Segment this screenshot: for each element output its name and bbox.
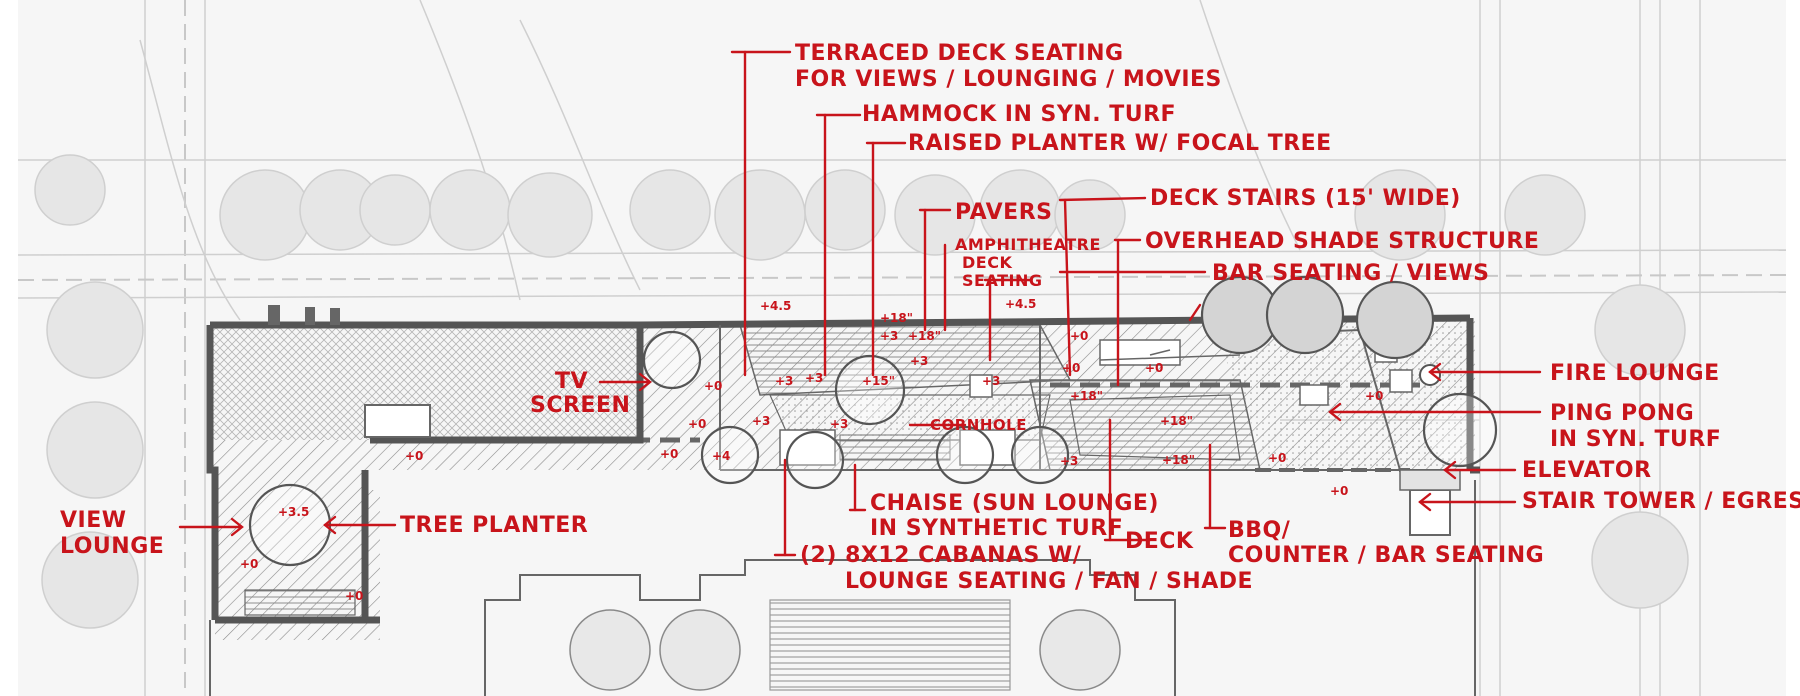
elevation-label: +0	[1330, 484, 1348, 498]
left-margin	[0, 0, 18, 696]
elevation-label: +0	[704, 379, 722, 393]
elevation-label: +0	[1365, 389, 1383, 403]
street-trees	[34, 154, 1689, 629]
elevation-label: +0	[1062, 361, 1080, 375]
callout-bar-seating: BAR SEATING / VIEWS	[1212, 261, 1489, 286]
elevation-label: +0	[1145, 361, 1163, 375]
callout-amphitheatre-line1: AMPHITHEATRE	[955, 235, 1101, 254]
elevation-label: +0	[1070, 329, 1088, 343]
callout-stair-tower: STAIR TOWER / EGRESS	[1522, 489, 1800, 514]
callout-overhead-shade: OVERHEAD SHADE STRUCTURE	[1145, 229, 1539, 254]
callout-chaise-line1: CHAISE (SUN LOUNGE)	[870, 491, 1159, 516]
elevation-label: +3.5	[278, 505, 309, 519]
elevation-label: +18"	[908, 329, 941, 343]
callout-ping-pong-line1: PING PONG	[1550, 401, 1694, 426]
elevation-label: +0	[688, 417, 706, 431]
lower-building	[484, 559, 1176, 696]
elevation-label: +3	[982, 374, 1000, 388]
callouts: TERRACED DECK SEATING FOR VIEWS / LOUNGI…	[60, 41, 1800, 594]
callout-bbq-line1: BBQ/	[1228, 518, 1291, 543]
callout-cabanas-line2: LOUNGE SEATING / FAN / SHADE	[845, 569, 1253, 594]
callout-pavers: PAVERS	[955, 200, 1052, 225]
callout-hammock: HAMMOCK IN SYN. TURF	[862, 102, 1176, 127]
callout-terraced-deck-line2: FOR VIEWS / LOUNGING / MOVIES	[795, 67, 1222, 92]
elevation-label: +3	[910, 354, 928, 368]
elevation-label: +4.5	[760, 299, 791, 313]
elevation-label: +4	[712, 449, 730, 463]
elevation-label: +3	[752, 414, 770, 428]
elevation-label: +0	[405, 449, 423, 463]
right-margin	[1786, 0, 1800, 696]
callout-amphitheatre-line3: SEATING	[962, 271, 1042, 290]
elevation-label: +3	[830, 417, 848, 431]
context-linework	[17, 0, 1787, 696]
callout-elevator: ELEVATOR	[1522, 458, 1652, 483]
elevation-label: +3	[880, 329, 898, 343]
callout-deck-stairs: DECK STAIRS (15' WIDE)	[1150, 186, 1461, 211]
callout-cornhole: CORNHOLE	[930, 416, 1027, 434]
callout-view-lounge-line2: LOUNGE	[60, 534, 164, 559]
deck-trees	[248, 275, 1498, 567]
callout-tv-line2: SCREEN	[530, 393, 630, 418]
elevation-label: +3	[805, 371, 823, 385]
elevation-label: +15"	[862, 374, 895, 388]
elevation-label: +18"	[1162, 453, 1195, 467]
elevation-label: +0	[1268, 451, 1286, 465]
roof-deck-plan	[206, 305, 1480, 696]
callout-raised-planter: RAISED PLANTER W/ FOCAL TREE	[908, 131, 1332, 156]
leader-lines	[178, 50, 1542, 557]
callout-tv-line1: TV	[555, 369, 588, 394]
callout-fire-lounge: FIRE LOUNGE	[1550, 361, 1720, 386]
elevation-label: +18"	[880, 311, 913, 325]
callout-cabanas-line1: (2) 8X12 CABANAS W/	[800, 543, 1082, 568]
elevation-label: +18"	[1160, 414, 1193, 428]
callout-deck: DECK	[1125, 529, 1194, 554]
elevation-label: +18"	[1070, 389, 1103, 403]
fire-pit-icon	[1419, 364, 1441, 386]
callout-chaise-line2: IN SYNTHETIC TURF	[870, 516, 1123, 541]
elevation-label: +3	[1060, 454, 1078, 468]
elevation-marks: +4.5 +4.5 +3 +3 +3 +3 +3 +3 +3 +3 +18" +…	[240, 297, 1383, 603]
callout-tree-planter: TREE PLANTER	[400, 513, 588, 538]
callout-amphitheatre-line2: DECK	[962, 253, 1012, 272]
elevation-label: +3	[775, 374, 793, 388]
callout-bbq-line2: COUNTER / BAR SEATING	[1228, 543, 1544, 568]
elevation-label: +4.5	[1005, 297, 1036, 311]
callout-view-lounge-line1: VIEW	[60, 508, 127, 533]
elevation-label: +0	[345, 589, 363, 603]
callout-terraced-deck-line1: TERRACED DECK SEATING	[795, 41, 1124, 66]
elevation-label: +0	[240, 557, 258, 571]
elevation-label: +0	[660, 447, 678, 461]
callout-ping-pong-line2: IN SYN. TURF	[1550, 427, 1721, 452]
